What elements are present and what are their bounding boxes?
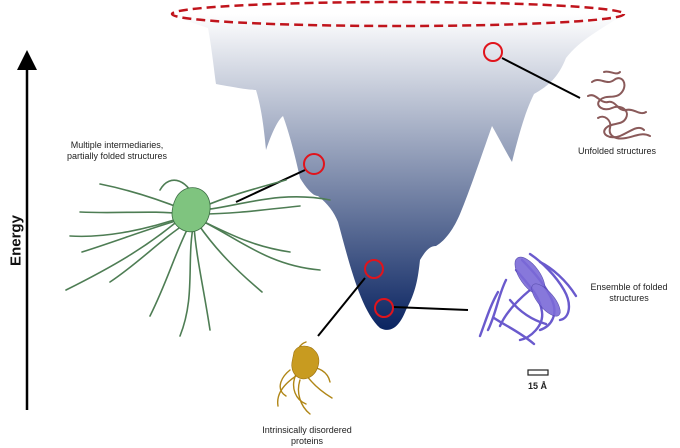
intermediates-label: Multiple intermediaries, partially folde… (52, 140, 182, 162)
idp-label-line2: proteins (290, 436, 324, 446)
folded-label: Ensemble of folded structures (584, 282, 674, 304)
folded-label-line2: structures (609, 293, 649, 303)
energy-axis-label: Energy (7, 215, 25, 266)
funnel-rim (170, 0, 626, 28)
marker-idp (364, 259, 384, 279)
unfolded-protein-image (587, 70, 651, 140)
idp-label: Intrinsically disordered proteins (252, 425, 362, 447)
intermediates-label-line2: partially folded structures (66, 151, 168, 161)
marker-unfolded (483, 42, 503, 62)
connector-intermediates (235, 169, 306, 203)
connector-folded (392, 306, 469, 311)
intermediates-label-line1: Multiple intermediaries, (70, 140, 164, 150)
connector-idp (317, 277, 366, 337)
scale-bar (527, 369, 549, 376)
marker-folded (374, 298, 394, 318)
unfolded-label: Unfolded structures (578, 146, 657, 156)
energy-funnel (172, 14, 624, 330)
idp-core (291, 345, 320, 380)
idp-label-line1: Intrinsically disordered (262, 425, 352, 435)
intermediate-core (171, 187, 211, 233)
folded-protein-image (478, 252, 578, 346)
scale-bar-label: 15 Å (528, 381, 548, 391)
connector-unfolded (501, 57, 581, 99)
folded-protein-helices (514, 256, 561, 317)
folded-label-line1: Ensemble of folded (590, 282, 668, 292)
marker-intermediates (303, 153, 325, 175)
